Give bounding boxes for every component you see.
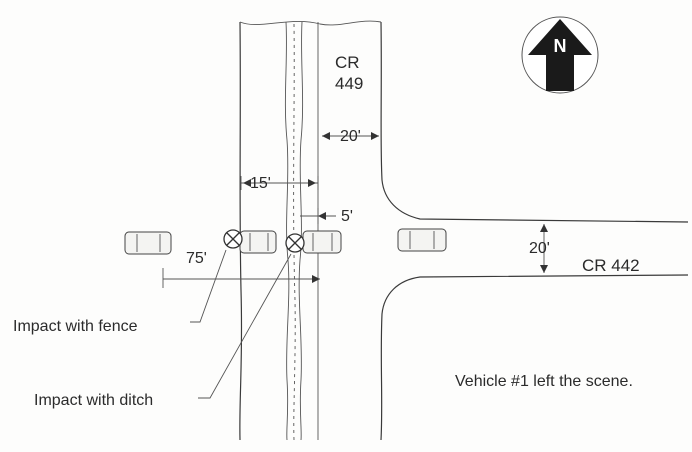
impact-fence-label: Impact with fence — [13, 318, 138, 335]
leader-impact-fence — [190, 249, 227, 323]
cr442-width-label: 20' — [529, 240, 550, 257]
ditch-road-label: 5' — [341, 208, 353, 225]
cr449-west-edge — [239, 21, 243, 441]
ditch-west-line — [284, 21, 290, 441]
cr449-width-label: 20' — [340, 128, 361, 145]
vehicle-on-cr442 — [397, 228, 447, 252]
arrow-head — [318, 212, 326, 220]
impact-marker-fence — [223, 229, 243, 249]
arrow-head — [243, 179, 251, 187]
cr449-east-edge-north — [380, 21, 689, 223]
arrow-head — [308, 179, 316, 187]
arrow-head — [540, 224, 548, 232]
arrow-head — [371, 132, 379, 140]
impact-ditch-label: Impact with ditch — [34, 392, 153, 409]
vehicle-start — [124, 231, 172, 255]
leader-impact-ditch — [198, 253, 292, 399]
cr449-top-edge — [239, 20, 382, 26]
cr449-label-line1: CR — [335, 53, 360, 72]
fence-ditch-label: 15' — [250, 175, 271, 192]
vehicle-at-ditch — [302, 230, 342, 254]
arrow-head — [312, 275, 320, 283]
cr449-label-line2: 449 — [335, 74, 363, 93]
ditch-east-line — [298, 21, 304, 441]
impact-marker-ditch — [285, 233, 305, 253]
ditch-center-dash — [293, 23, 296, 441]
travel-distance-label: 75' — [186, 250, 207, 267]
vehicle-at-fence — [239, 230, 277, 254]
cr449-east-edge-south — [380, 274, 689, 441]
arrow-head — [540, 265, 548, 273]
cr442-label: CR 442 — [582, 256, 640, 275]
north-letter: N — [554, 36, 567, 56]
arrow-head — [322, 132, 330, 140]
scene-note: Vehicle #1 left the scene. — [455, 373, 633, 390]
north-arrow-icon: N — [521, 16, 599, 94]
